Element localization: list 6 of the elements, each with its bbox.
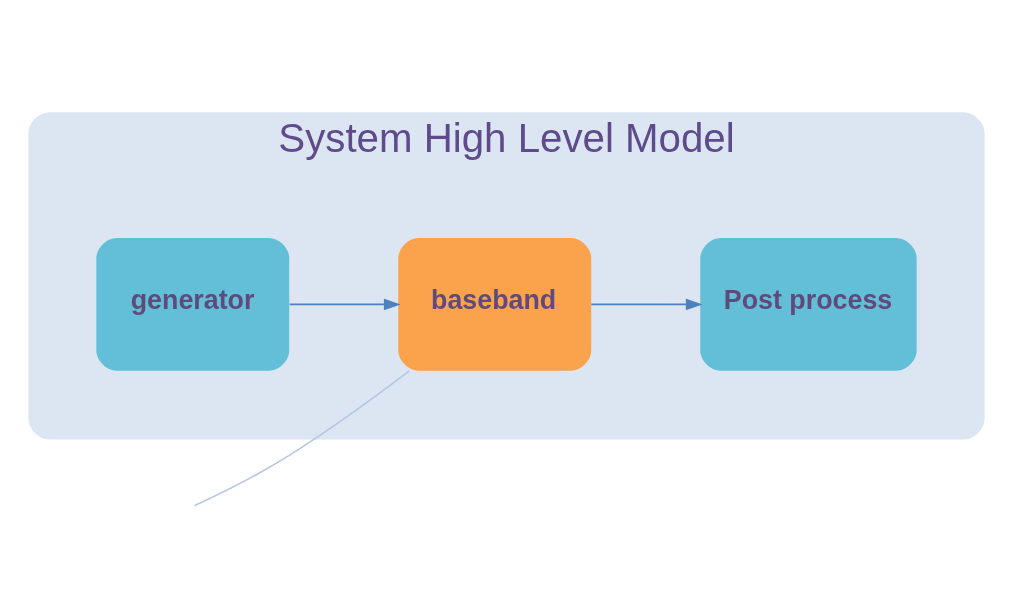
arrow <box>590 298 703 310</box>
node-box: generator <box>96 237 290 371</box>
node-box: Post process <box>700 237 917 371</box>
node-box: baseband <box>398 237 592 371</box>
connector <box>193 369 411 506</box>
arrow <box>288 298 401 310</box>
